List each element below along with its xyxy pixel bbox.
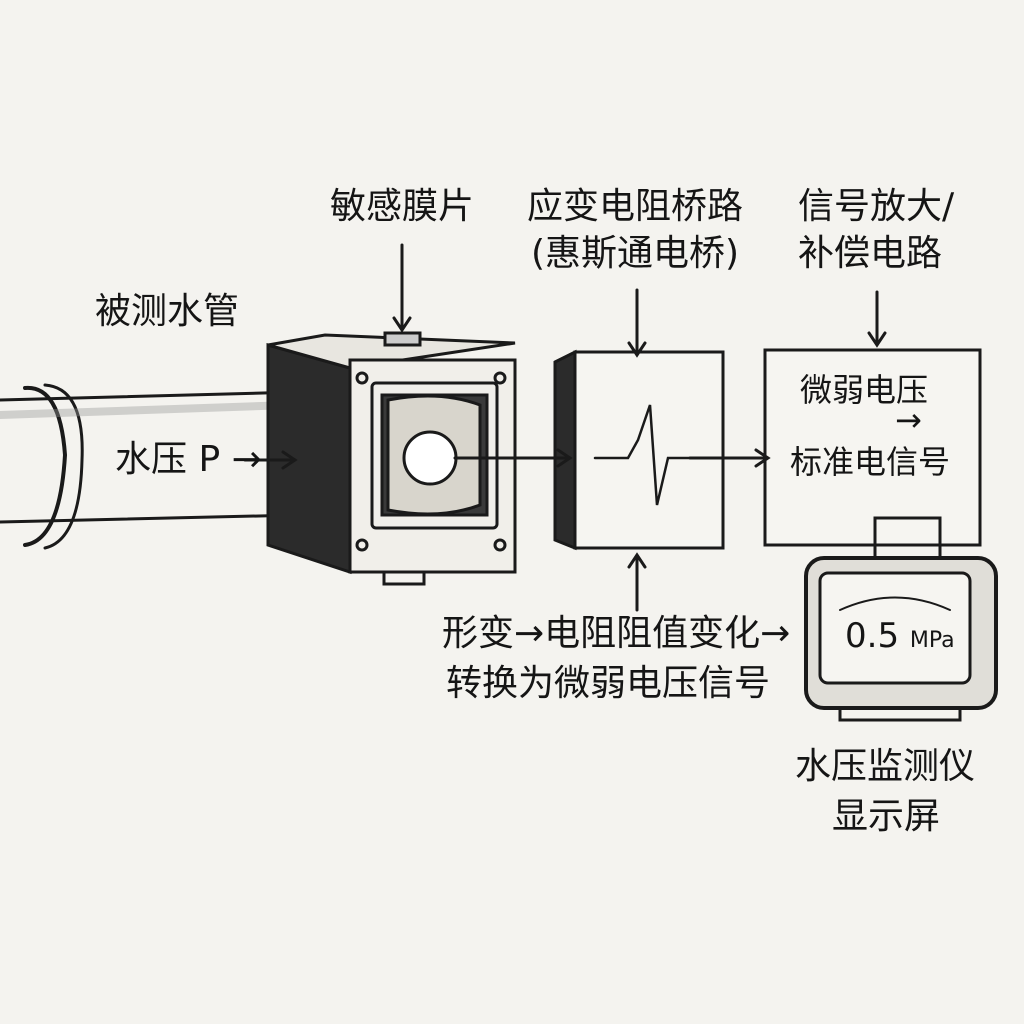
label-amp-line1: 信号放大/	[798, 186, 955, 227]
label-bridge-line2: (惠斯通电桥)	[530, 233, 740, 274]
bridge-box	[553, 349, 725, 551]
label-pressure: 水压 P →	[115, 439, 262, 480]
process-line1: 形变→电阻阻值变化→	[442, 613, 791, 654]
gauge-value: 0.5	[845, 616, 900, 656]
sensor-housing	[266, 331, 517, 586]
label-bridge-line1: 应变电阻桥路	[526, 186, 743, 227]
amplifier-box	[763, 348, 982, 547]
amp-box-line1: 微弱电压	[800, 371, 929, 409]
label-diaphragm: 敏感膜片	[330, 186, 475, 227]
process-line2: 转换为微弱电压信号	[446, 663, 771, 704]
label-pipe: 被测水管	[95, 291, 240, 332]
gauge-reading: 0.5 MPa	[845, 614, 955, 663]
monitor-line1: 水压监测仪	[795, 746, 976, 787]
amp-box-line2: 标准电信号	[790, 443, 951, 481]
monitor	[804, 516, 998, 722]
arrows	[243, 243, 887, 612]
monitor-line2: 显示屏	[832, 796, 941, 837]
label-amp-line2: 补偿电路	[798, 233, 943, 274]
gauge-unit: MPa	[909, 628, 955, 653]
amp-box-arrow: →	[895, 401, 922, 439]
